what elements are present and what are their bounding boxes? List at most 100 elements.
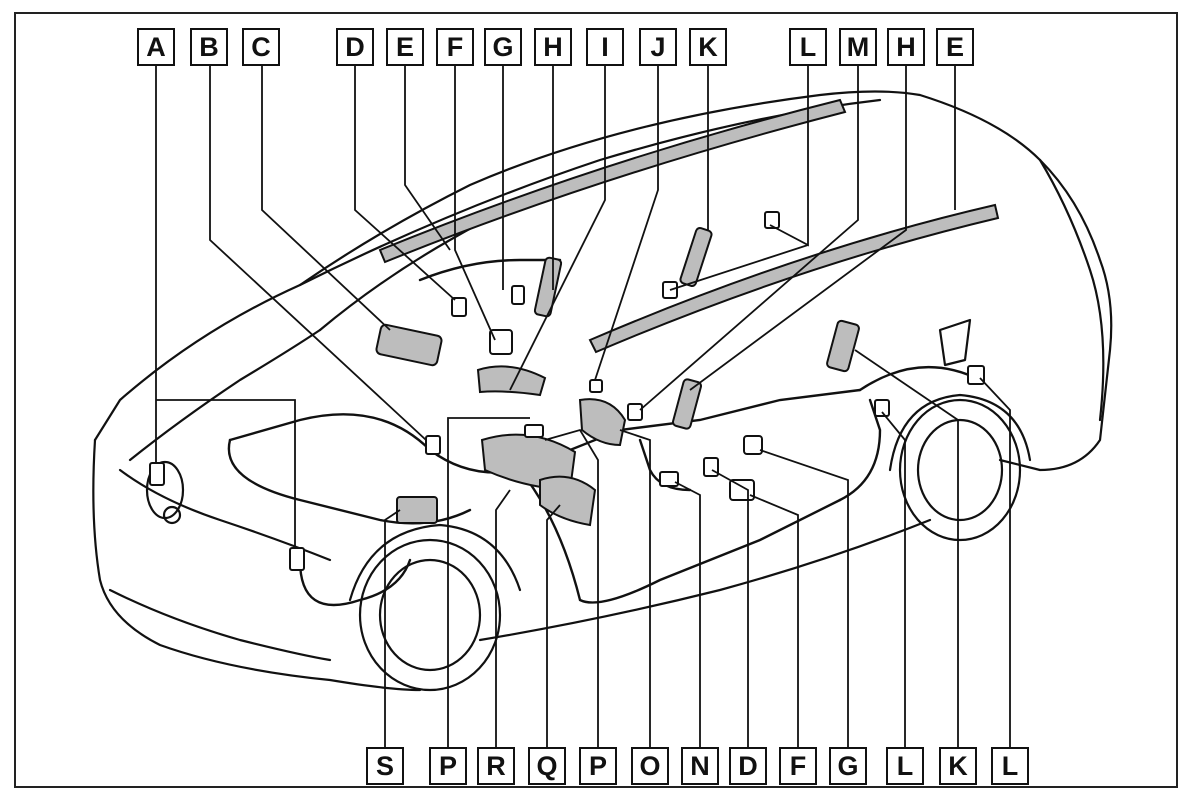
- driver-knee-airbag: [376, 324, 443, 366]
- callout-letter: A: [146, 34, 166, 61]
- callout-L-bottom: L: [886, 747, 924, 785]
- callout-H2-top: H: [887, 28, 925, 66]
- callout-letter: K: [948, 753, 968, 780]
- leader-N: [675, 482, 700, 748]
- harness-roof: [420, 260, 560, 280]
- rear-wheel-arch: [890, 395, 1030, 470]
- callout-letter: F: [790, 753, 807, 780]
- callout-D-bottom: D: [729, 747, 767, 785]
- rear-wheel-inner: [918, 420, 1002, 520]
- leader-D2: [712, 470, 748, 748]
- callout-A-top: A: [137, 28, 175, 66]
- leader-S: [385, 510, 400, 748]
- sensor-d-top: [452, 298, 466, 316]
- steering-airbag: [478, 366, 545, 395]
- callout-letter: E: [396, 34, 414, 61]
- callout-letter: P: [439, 753, 457, 780]
- callout-H-top: H: [534, 28, 572, 66]
- callout-letter: P: [589, 753, 607, 780]
- sensor-n: [660, 472, 678, 486]
- callout-letter: H: [896, 34, 916, 61]
- callout-letter: E: [946, 34, 964, 61]
- harness-rear-right: [860, 367, 980, 390]
- sensor-dash-b: [426, 436, 440, 454]
- front-seat-airbag: [580, 399, 625, 445]
- leader-L3: [882, 412, 905, 748]
- callout-letter: C: [251, 34, 271, 61]
- leader-G2: [760, 450, 848, 748]
- callout-F-top: F: [436, 28, 474, 66]
- sensor-g-top: [512, 286, 524, 304]
- sensor-d-bottom: [704, 458, 718, 476]
- rear-door-airbag: [826, 320, 860, 372]
- front-wheel-inner: [380, 560, 480, 670]
- sensor-g-bottom: [744, 436, 762, 454]
- callout-D-top: D: [336, 28, 374, 66]
- callout-N-bottom: N: [681, 747, 719, 785]
- callout-R-bottom: R: [477, 747, 515, 785]
- callout-letter: S: [376, 753, 394, 780]
- sensor-o: [525, 425, 543, 437]
- harness-rear: [840, 400, 880, 500]
- callout-O-bottom: O: [631, 747, 669, 785]
- sensor-l-rear: [968, 366, 984, 384]
- callout-letter: J: [650, 34, 665, 61]
- sensor-f-top: [490, 330, 512, 354]
- callout-I-top: I: [586, 28, 624, 66]
- harness-front: [300, 560, 410, 605]
- callout-B-top: B: [190, 28, 228, 66]
- callout-P-bottom: P: [429, 747, 467, 785]
- leader-L4: [980, 378, 1010, 748]
- center-door-airbag: [672, 378, 702, 429]
- sensor-j: [590, 380, 602, 392]
- airbag-control-unit: [397, 497, 437, 523]
- sensor-front-left: [150, 463, 164, 485]
- rear-glass: [940, 320, 970, 365]
- callout-K-bottom: K: [939, 747, 977, 785]
- callout-Q-bottom: Q: [528, 747, 566, 785]
- callout-G-top: G: [484, 28, 522, 66]
- grille-lower: [110, 590, 330, 660]
- callout-E-top: E: [386, 28, 424, 66]
- seat-side-airbag-front: [534, 257, 562, 317]
- callout-letter: N: [690, 753, 710, 780]
- callout-P2-bottom: P: [579, 747, 617, 785]
- callout-L2-bottom: L: [991, 747, 1029, 785]
- leader-O: [620, 430, 650, 748]
- callout-letter: Q: [536, 753, 557, 780]
- callout-letter: I: [601, 34, 609, 61]
- callout-M-top: M: [839, 28, 877, 66]
- callout-letter: K: [698, 34, 718, 61]
- sensor-l-mid: [875, 400, 889, 416]
- callout-L-top: L: [789, 28, 827, 66]
- leader-K2: [855, 350, 958, 748]
- callout-letter: L: [1002, 753, 1019, 780]
- callout-F-bottom: F: [779, 747, 817, 785]
- front-wheel-arch: [350, 525, 520, 600]
- sensor-front-center: [290, 548, 304, 570]
- hood-edge: [130, 330, 320, 460]
- sensor-m: [628, 404, 642, 420]
- callout-letter: D: [345, 34, 365, 61]
- leader-E: [405, 66, 450, 250]
- callout-C-top: C: [242, 28, 280, 66]
- callout-letter: G: [837, 753, 858, 780]
- callout-letter: O: [639, 753, 660, 780]
- callout-letter: L: [897, 753, 914, 780]
- callout-letter: H: [543, 34, 563, 61]
- callout-letter: F: [447, 34, 464, 61]
- callout-S-bottom: S: [366, 747, 404, 785]
- callout-E2-top: E: [936, 28, 974, 66]
- curtain-airbag-rear: [590, 205, 998, 352]
- curtain-airbag-front: [380, 100, 845, 262]
- callout-J-top: J: [639, 28, 677, 66]
- leader-R: [496, 490, 510, 748]
- callout-letter: B: [199, 34, 219, 61]
- callout-letter: D: [738, 753, 758, 780]
- callout-K-top: K: [689, 28, 727, 66]
- front-bumper: [93, 440, 420, 690]
- callout-letter: M: [847, 34, 870, 61]
- callout-letter: G: [492, 34, 513, 61]
- callout-letter: R: [486, 753, 506, 780]
